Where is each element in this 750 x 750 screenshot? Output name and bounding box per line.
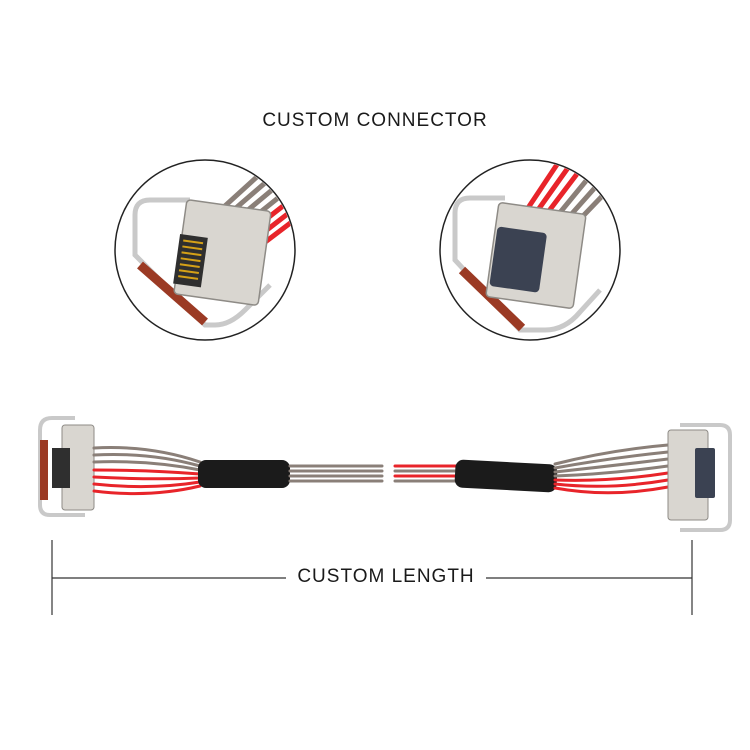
right-connector-closeup (439, 159, 621, 341)
cable-left-half (38, 416, 384, 517)
custom-length-label: CUSTOM LENGTH (286, 566, 486, 588)
left-connector-closeup (114, 159, 296, 341)
cable-right-half (393, 423, 732, 532)
custom-connector-heading: CUSTOM CONNECTOR (262, 110, 488, 131)
